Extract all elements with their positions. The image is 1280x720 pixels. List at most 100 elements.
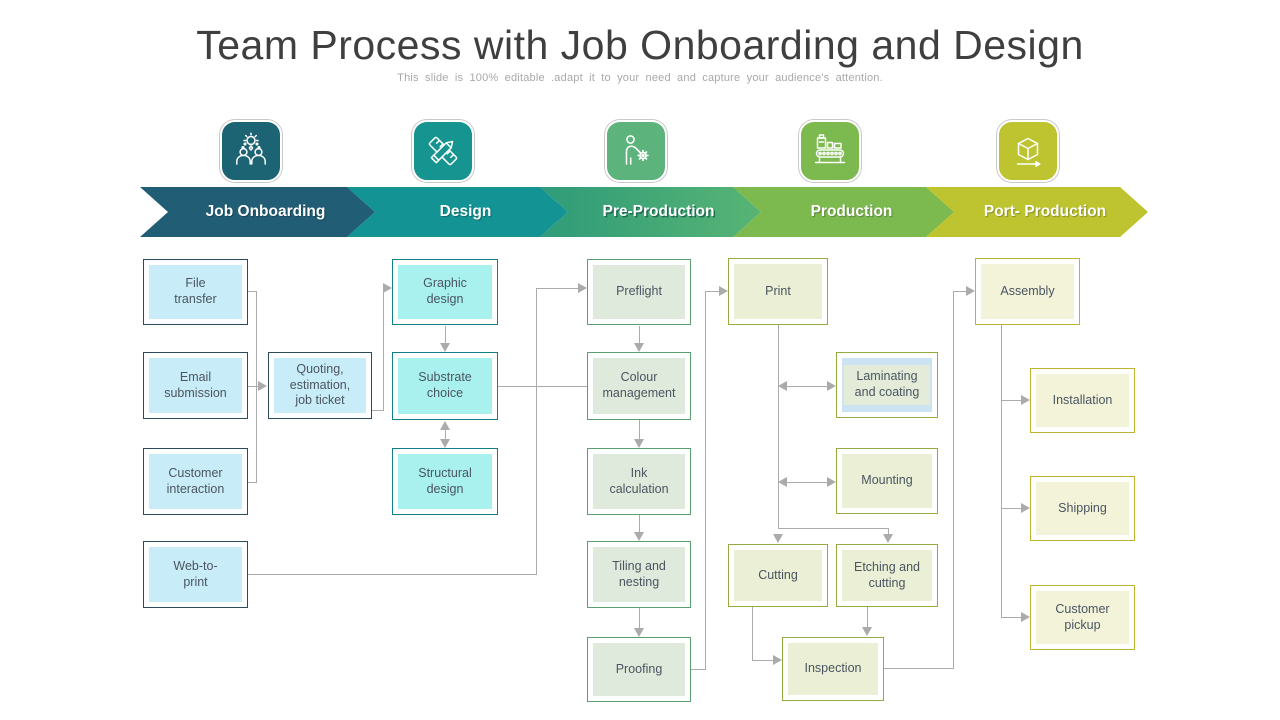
package-delivery-icon <box>997 120 1059 182</box>
arrowhead-right <box>827 381 836 391</box>
connector-line <box>248 291 257 292</box>
node-label: Mounting <box>861 473 913 488</box>
arrowhead-right <box>258 381 267 391</box>
node-label: Web-to- print <box>173 558 218 589</box>
connector-line <box>787 386 828 387</box>
connector-line <box>639 515 640 533</box>
node-fill <box>734 550 822 601</box>
node-label: Substrate choice <box>418 370 472 400</box>
arrowhead-right <box>1021 395 1030 405</box>
node-email-submission: Email submission <box>143 352 248 419</box>
node-shipping: Shipping <box>1030 476 1135 541</box>
node-fill <box>593 547 685 602</box>
node-label: Graphic design <box>423 276 467 306</box>
connector-line <box>248 482 257 483</box>
connector-line <box>383 288 384 411</box>
node-label: Proofing <box>615 661 663 676</box>
node-label: Print <box>765 283 791 298</box>
connector-line <box>536 288 537 575</box>
node-label: Preflight <box>616 284 662 299</box>
connector-line <box>536 288 579 289</box>
arrowhead-right <box>827 477 836 487</box>
arrowhead-down <box>634 439 644 448</box>
node-fill <box>981 264 1074 319</box>
connector-line <box>778 528 889 529</box>
node-label: Quoting, estimation, job ticket <box>289 362 351 408</box>
arrowhead-right <box>719 286 728 296</box>
phase-label: Pre-Production <box>602 203 715 220</box>
node-label: Cutting <box>758 567 798 582</box>
node-label: Tiling and nesting <box>612 558 666 589</box>
node-web-to-print: Web-to- print <box>143 541 248 608</box>
phase-label: Job Onboarding <box>205 203 326 220</box>
node-fill <box>1036 591 1129 644</box>
node-inspection: Inspection <box>782 637 884 701</box>
node-tiling-and-nesting: Tiling and nesting <box>587 541 691 608</box>
node-fill <box>149 454 242 509</box>
phase-label: Design <box>439 203 492 220</box>
node-quoting-estimation-job-ticket: Quoting, estimation, job ticket <box>268 352 372 419</box>
connector-line <box>888 528 889 534</box>
node-etching-and-cutting: Etching and cutting <box>836 544 938 607</box>
node-structural-design: Structural design <box>392 448 498 515</box>
page-subtitle: This slide is 100% editable .adapt it to… <box>397 72 883 84</box>
arrowhead-down <box>634 532 644 541</box>
phase-label: Port- Production <box>983 203 1107 220</box>
connector-line <box>639 326 640 344</box>
node-label: Colour management <box>602 370 676 400</box>
arrowhead-left <box>778 477 787 487</box>
connector-line <box>752 607 753 661</box>
arrowhead-right <box>1021 612 1030 622</box>
connector-line <box>778 325 779 529</box>
connector-line <box>953 291 954 669</box>
arrowhead-right <box>383 283 392 293</box>
arrowhead-right <box>773 655 782 665</box>
connector-line <box>1001 400 1022 401</box>
node-fill <box>149 265 242 319</box>
node-fill-core <box>844 365 930 405</box>
connector-line <box>787 482 828 483</box>
node-fill <box>842 454 932 508</box>
node-proofing: Proofing <box>587 637 691 702</box>
node-label: Structural design <box>418 465 472 496</box>
connector-line <box>705 291 706 670</box>
connector-line <box>256 291 257 483</box>
node-label: Customer pickup <box>1055 601 1110 632</box>
connector-line <box>498 386 587 387</box>
node-fill <box>788 643 878 695</box>
arrowhead-down <box>634 343 644 352</box>
node-label: Assembly <box>1000 283 1055 298</box>
node-label: File transfer <box>174 276 217 306</box>
node-label: Email submission <box>164 369 227 400</box>
node-fill <box>398 265 492 319</box>
connector-line <box>752 660 774 661</box>
connector-line <box>445 429 446 440</box>
node-assembly: Assembly <box>975 258 1080 325</box>
node-fill <box>149 358 242 413</box>
node-label: Inspection <box>804 661 862 676</box>
node-ink-calculation: Ink calculation <box>587 448 691 515</box>
node-print: Print <box>728 258 828 325</box>
node-customer-interaction: Customer interaction <box>143 448 248 515</box>
arrowhead-down <box>440 343 450 352</box>
node-mounting: Mounting <box>836 448 938 514</box>
node-fill <box>1036 374 1129 427</box>
node-graphic-design: Graphic design <box>392 259 498 325</box>
node-fill <box>274 358 366 413</box>
phase-banner-pre-production: Pre-Production <box>540 187 761 237</box>
connector-line <box>639 420 640 440</box>
phase-banner-production: Production <box>733 187 954 237</box>
assembly-line-icon <box>799 120 861 182</box>
arrowhead-down <box>634 628 644 637</box>
node-fill <box>593 643 685 696</box>
arrowhead-left <box>778 381 787 391</box>
node-label: Customer interaction <box>166 465 225 496</box>
connector-line <box>1001 617 1022 618</box>
node-colour-management: Colour management <box>587 352 691 420</box>
phase-banner-job-onboarding: Job Onboarding <box>140 187 375 237</box>
connector-line <box>884 668 954 669</box>
connector-line <box>867 607 868 628</box>
node-laminating-and-coating: Laminating and coating <box>836 352 938 418</box>
node-preflight: Preflight <box>587 259 691 325</box>
node-fill <box>593 358 685 414</box>
